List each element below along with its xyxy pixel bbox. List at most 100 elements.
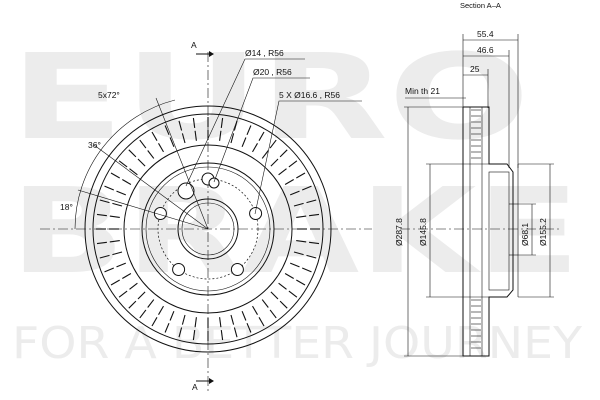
vent-slot	[151, 317, 158, 327]
hole-b-label: Ø20 , R56	[253, 67, 292, 77]
bolt-hole	[172, 263, 186, 276]
vent-slot	[278, 282, 287, 290]
vent-slot	[288, 290, 298, 298]
vent-slot	[178, 120, 183, 131]
vent-slot	[129, 282, 138, 290]
vent-slot	[279, 149, 288, 158]
bolt-holes-leader	[254, 100, 362, 215]
dim-width-hub: 46.6	[477, 45, 494, 55]
vent-slot	[252, 143, 258, 153]
vent-slot	[288, 160, 298, 168]
angle-36-label: 36°	[88, 140, 101, 150]
vent-slot	[284, 179, 294, 185]
vent-slot	[252, 305, 258, 315]
vent-slot	[110, 279, 120, 286]
angle-arc	[74, 99, 176, 230]
vent-slot	[116, 190, 127, 196]
section-arrow-bottom-head	[209, 378, 214, 384]
vent-slot	[306, 199, 317, 204]
vent-slot	[109, 215, 120, 218]
vent-slot	[233, 327, 238, 338]
vent-slot	[122, 273, 132, 279]
bolt-hole	[249, 207, 263, 220]
dim-hat: Ø155.2	[538, 218, 548, 246]
vent-slot	[96, 213, 107, 217]
vent-slot	[118, 160, 128, 168]
vent-slot	[270, 291, 279, 300]
vent-slot	[293, 251, 304, 256]
min-thickness-label: Min th 21	[405, 86, 440, 96]
section-view: Section A–A 55.4 46.6 25 Min th 21	[394, 1, 560, 357]
vent-slot	[230, 314, 235, 325]
vent-slot	[246, 322, 252, 333]
vent-slot	[158, 143, 164, 153]
section-vanes	[471, 109, 481, 349]
vent-slot	[104, 185, 115, 191]
vent-slot	[296, 215, 307, 218]
angle-ray-72	[155, 97, 209, 230]
angle-ray-18	[77, 189, 209, 230]
vent-slot	[269, 139, 277, 149]
bolt-hole	[153, 207, 167, 220]
vent-slot	[258, 131, 265, 141]
vent-slot	[219, 317, 222, 328]
vent-slot	[151, 131, 158, 141]
disc-cross-section	[462, 106, 519, 357]
vent-slot	[122, 179, 132, 185]
vent-slot	[181, 133, 186, 144]
vent-slot	[99, 199, 110, 204]
hole-a-label: Ø14 , R56	[245, 48, 284, 58]
vent-slot	[261, 299, 269, 308]
vent-slot	[96, 241, 107, 245]
vent-slot	[194, 130, 197, 141]
vent-slot	[164, 322, 170, 333]
center-bore-chamfer	[181, 202, 235, 256]
vent-slot	[169, 310, 175, 321]
bolt-holes	[153, 172, 263, 276]
pattern-angle-label: 5x72°	[98, 90, 120, 100]
front-view: 5x72° 36° 18° Ø14 , R56 Ø20 , R56 5 X Ø1…	[40, 40, 372, 392]
vent-slot	[258, 317, 265, 327]
vent-slot	[129, 168, 138, 176]
section-arrow-top-head	[209, 51, 214, 57]
dim-thickness: 25	[470, 64, 480, 74]
vent-slot	[241, 137, 247, 148]
hole-b-leader	[213, 77, 310, 183]
vent-slot	[112, 202, 123, 207]
vent-slot	[293, 202, 304, 207]
watermark-slogan: FOR A BETTER JOURNEY	[12, 318, 582, 369]
vent-slot	[178, 327, 183, 338]
vent-slot	[139, 309, 147, 319]
vent-slot	[284, 273, 294, 279]
watermark-brake: BRAKE	[10, 162, 580, 300]
vent-slot	[230, 133, 235, 144]
disc-hat-circle	[141, 162, 275, 296]
dim-inner: Ø145.8	[418, 218, 428, 246]
vent-slot	[158, 305, 164, 315]
section-marker-top: A	[191, 40, 197, 50]
vent-slot	[164, 125, 170, 136]
bolt-holes-label: 5 X Ø16.6 , R56	[279, 90, 340, 100]
vent-slot	[128, 300, 137, 309]
vent-slot	[128, 149, 137, 158]
vent-slot	[306, 254, 317, 259]
vent-slot	[104, 267, 115, 273]
vent-slot	[137, 291, 146, 300]
vent-slot	[147, 150, 155, 159]
dim-outer: Ø287.8	[394, 218, 404, 246]
hub-face	[488, 171, 510, 291]
vent-slot	[301, 185, 312, 191]
vent-slot	[192, 117, 196, 128]
vent-slot	[289, 190, 300, 196]
disc-hat-inner-circle	[145, 166, 271, 292]
vent-slot	[116, 262, 127, 268]
section-marker-bottom: A	[192, 382, 198, 392]
locating-hole	[208, 177, 220, 189]
vent-slot	[309, 241, 320, 245]
dim-center: Ø68.1	[520, 223, 530, 246]
section-title: Section A–A	[460, 1, 501, 10]
vent-slot	[137, 158, 146, 167]
vent-slot	[246, 125, 252, 136]
vent-slot	[99, 254, 110, 259]
